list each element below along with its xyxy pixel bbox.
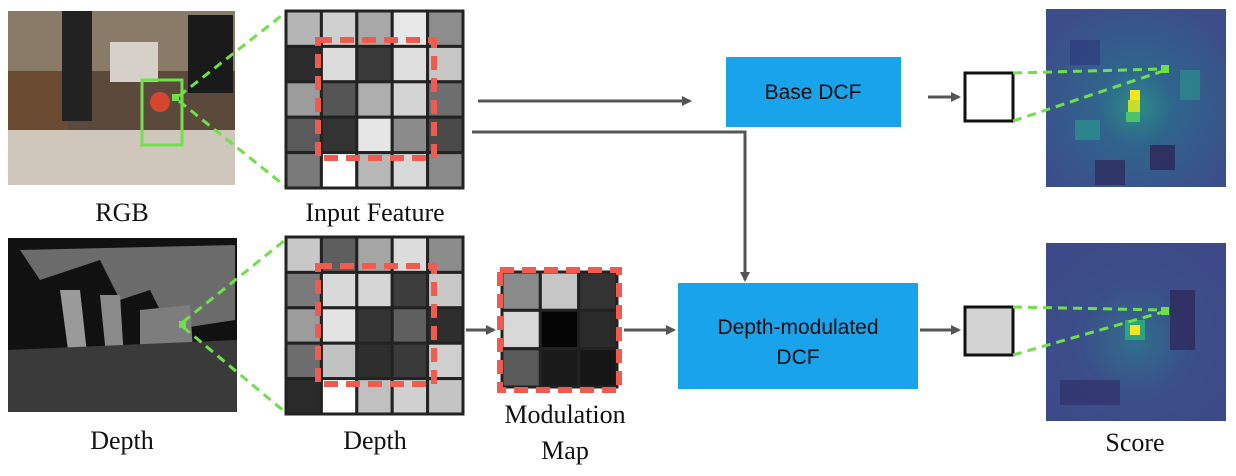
rgb-to-feature-connectors xyxy=(178,11,286,188)
rgb-image xyxy=(8,11,235,185)
input-feature-cell xyxy=(426,151,465,190)
depth-feature-grid xyxy=(284,235,465,416)
depth-feature-cell xyxy=(319,341,359,381)
input-feature-cell xyxy=(355,115,394,155)
arrow-feature-to-depth-dcf xyxy=(472,130,750,282)
caption-modulation-line1: Modulation xyxy=(504,400,626,429)
depth-feature-cell xyxy=(390,270,430,310)
depth-dcf-label-line2: DCF xyxy=(776,346,819,369)
depth-to-grid-connectors xyxy=(182,238,286,414)
modulation-map-cell xyxy=(577,347,619,389)
depth-score-map xyxy=(1046,243,1226,421)
input-feature-cell xyxy=(355,44,394,84)
modulation-map-cell xyxy=(500,347,542,389)
input-feature-cell xyxy=(319,44,359,84)
base-dcf-box: Base DCF xyxy=(726,57,901,127)
output-to-score-connectors xyxy=(1012,67,1164,357)
input-feature-cell xyxy=(390,44,430,84)
depth-feature-cell xyxy=(355,270,394,310)
input-feature-cell xyxy=(319,80,359,119)
base-score-map xyxy=(1046,9,1226,187)
input-feature-cell xyxy=(355,80,394,119)
caption-rgb: RGB xyxy=(95,198,149,227)
depth-crop-box xyxy=(315,263,437,387)
caption-score: Score xyxy=(1105,428,1165,457)
depth-feature-cell xyxy=(284,377,323,416)
caption-depth-grid: Depth xyxy=(343,426,407,455)
modulation-map-cell xyxy=(577,308,619,351)
depth-output-square xyxy=(963,305,1015,357)
modulation-map-cell xyxy=(538,270,581,312)
depth-dcf-label-line1: Depth-modulated xyxy=(717,316,878,339)
modulation-map-cell xyxy=(577,270,619,312)
arrows xyxy=(466,92,961,335)
modulation-map-cell xyxy=(538,308,581,351)
modulation-map-grid xyxy=(500,270,619,389)
input-feature-cell xyxy=(390,115,430,155)
depth-modulated-dcf-box: Depth-modulated DCF xyxy=(678,283,918,389)
depth-feature-cell xyxy=(390,306,430,345)
input-feature-cell xyxy=(319,115,359,155)
input-feature-crop-box xyxy=(315,37,437,161)
input-feature-cell xyxy=(390,80,430,119)
depth-image xyxy=(8,238,237,412)
depth-feature-cell xyxy=(355,341,394,381)
caption-input-feature: Input Feature xyxy=(305,198,445,227)
depth-feature-cell xyxy=(355,306,394,345)
depth-feature-cell xyxy=(390,341,430,381)
depth-feature-cell xyxy=(319,270,359,310)
base-output-square xyxy=(963,71,1015,123)
modulation-map-cell xyxy=(500,270,542,312)
input-feature-cell xyxy=(284,151,323,190)
base-dcf-label: Base DCF xyxy=(765,81,862,104)
modulation-map-cell xyxy=(500,308,542,351)
caption-modulation-line2: Map xyxy=(541,436,589,465)
input-feature-cell xyxy=(355,151,394,190)
depth-feature-cell xyxy=(426,377,465,416)
depth-feature-cell xyxy=(319,306,359,345)
modulation-map-border xyxy=(497,267,622,393)
caption-depth-image: Depth xyxy=(90,426,154,455)
modulation-map-cell xyxy=(538,347,581,389)
